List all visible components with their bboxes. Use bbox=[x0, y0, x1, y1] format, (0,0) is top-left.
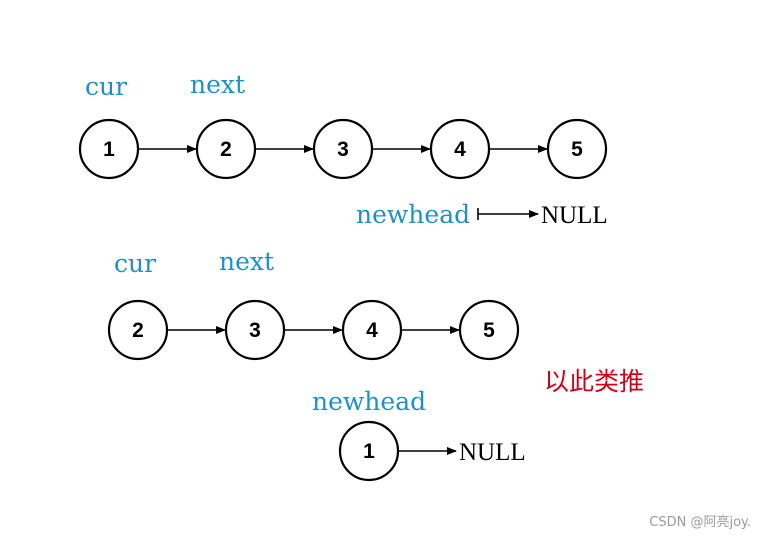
row1-node-4: 4 bbox=[429, 118, 491, 180]
row1-node-2-value: 2 bbox=[220, 138, 232, 161]
row2-node-4: 4 bbox=[341, 299, 403, 361]
watermark: CSDN @阿亮joy. bbox=[649, 515, 751, 530]
row1-node-4-value: 4 bbox=[454, 138, 466, 161]
row1-cur-label: cur bbox=[85, 72, 127, 101]
note-and-so-on: 以此类推 bbox=[544, 367, 644, 396]
row2-node-5: 5 bbox=[458, 299, 520, 361]
row2-newhead-label: newhead bbox=[312, 387, 426, 416]
row2-newhead-node-1: 1 bbox=[338, 420, 400, 482]
row2-cur-label: cur bbox=[114, 249, 156, 278]
row1-node-5-value: 5 bbox=[571, 138, 583, 161]
row1-node-5: 5 bbox=[546, 118, 608, 180]
row2-null-label: NULL bbox=[459, 439, 526, 466]
row2-node-3-value: 3 bbox=[249, 319, 261, 342]
row1-node-1-value: 1 bbox=[103, 138, 115, 161]
row2-node-2-value: 2 bbox=[132, 319, 144, 342]
row1-null-label: NULL bbox=[541, 202, 608, 229]
row2-next-label: next bbox=[219, 247, 274, 276]
row2-newhead-node-1-value: 1 bbox=[363, 440, 375, 463]
row1-node-3: 3 bbox=[312, 118, 374, 180]
row1-next-label: next bbox=[190, 70, 245, 99]
row2-node-3: 3 bbox=[224, 299, 286, 361]
row2-node-5-value: 5 bbox=[483, 319, 495, 342]
row2-node-4-value: 4 bbox=[366, 319, 378, 342]
row1-node-2: 2 bbox=[195, 118, 257, 180]
row1-newhead-label: newhead bbox=[356, 200, 470, 229]
row1-node-3-value: 3 bbox=[337, 138, 349, 161]
row1-node-1: 1 bbox=[78, 118, 140, 180]
row2-node-2: 2 bbox=[107, 299, 169, 361]
